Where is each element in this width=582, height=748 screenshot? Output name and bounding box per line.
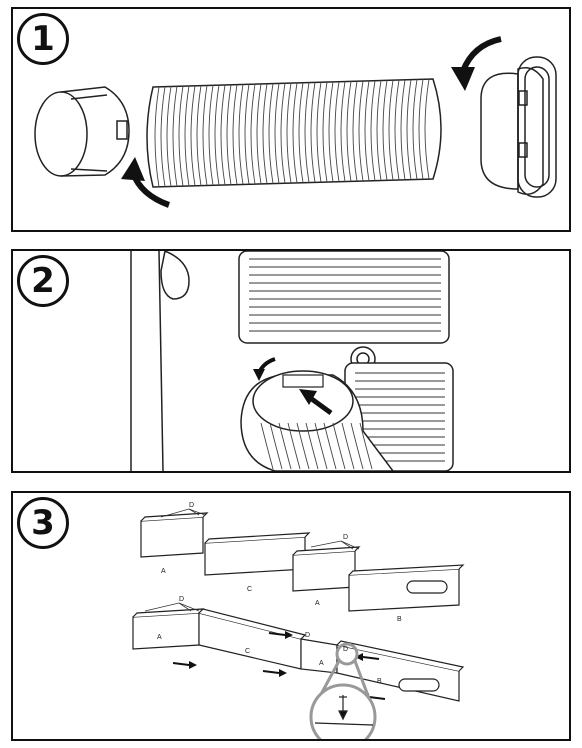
- step-3-illustration: D D A C A B D A C D A B D: [132, 502, 465, 739]
- hose-end-connector: [34, 86, 130, 177]
- label-a: A: [161, 568, 166, 575]
- step-2-panel: 2: [11, 249, 571, 473]
- step-2-illustration: [130, 251, 454, 471]
- screw-detail: [314, 695, 374, 726]
- screw-callouts-top: [160, 508, 360, 550]
- step-number-1: 1: [17, 13, 69, 65]
- label-b: B: [377, 678, 382, 685]
- label-d: D: [343, 534, 348, 541]
- label-c: C: [245, 648, 250, 655]
- rotate-arrow-right: [451, 36, 502, 91]
- step-3-panel: 3 D D A C A B: [11, 491, 571, 741]
- label-a: A: [315, 600, 320, 607]
- label-d: D: [189, 502, 194, 509]
- label-a: A: [157, 634, 162, 641]
- exhaust-hose: [146, 78, 442, 188]
- label-d: D: [343, 646, 348, 653]
- screw-callouts-bottom: [144, 602, 200, 612]
- label-d: D: [305, 632, 310, 639]
- step-1-illustration: [34, 36, 557, 208]
- exhaust-hose: [240, 370, 394, 471]
- label-c: C: [247, 586, 252, 593]
- rotate-arrow: [253, 357, 276, 381]
- step-number-3: 3: [17, 497, 69, 549]
- label-d: D: [179, 596, 184, 603]
- rotate-arrow-left: [121, 157, 171, 208]
- label-a: A: [319, 660, 324, 667]
- step-number-2: 2: [17, 255, 69, 307]
- insert-arrow: [299, 389, 333, 416]
- unit-side-panel: [130, 251, 190, 471]
- upper-air-grille: [238, 251, 450, 344]
- window-kit-assembled: [132, 608, 465, 702]
- window-kit-exploded: [140, 512, 465, 612]
- window-adapter: [480, 56, 557, 198]
- step-1-panel: 1: [11, 7, 571, 232]
- label-b: B: [397, 616, 402, 623]
